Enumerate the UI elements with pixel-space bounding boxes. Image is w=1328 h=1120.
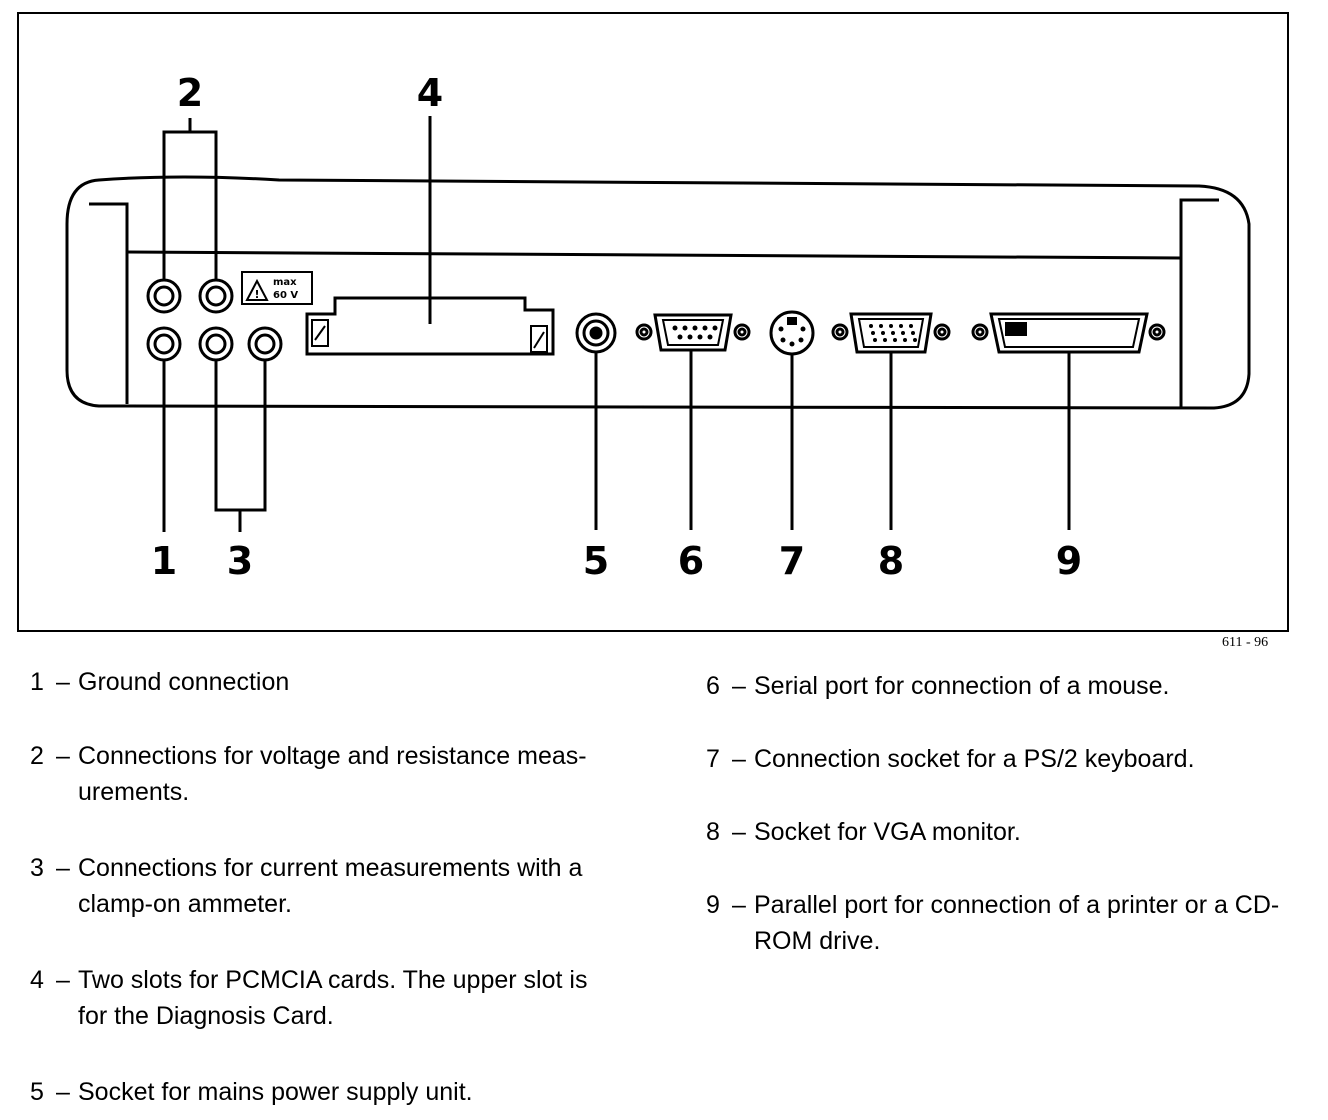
legend-text: Socket for VGA monitor.	[754, 818, 1021, 846]
legend-text: Ground connection	[78, 668, 290, 696]
legend-text: Serial port for connection of a mouse.	[754, 672, 1170, 700]
legend-item-4: 4–Two slots for PCMCIA cards. The upper …	[30, 962, 630, 1034]
device-rear-panel-diagram: ! max 60 V	[17, 12, 1289, 632]
legend-text: Connection socket for a PS/2 keyboard.	[754, 745, 1195, 773]
legend-text: Two slots for PCMCIA cards. The upper sl…	[78, 966, 588, 1030]
legend-number: 3	[30, 854, 44, 882]
callout-8: 8	[878, 539, 904, 583]
legend-number: 6	[706, 672, 720, 700]
legend-text: Parallel port for connection of a printe…	[754, 891, 1280, 955]
parallel-port	[971, 312, 1166, 354]
legend-item-3: 3–Connections for current measurements w…	[30, 850, 630, 922]
legend-item-5: 5–Socket for mains power supply unit.	[30, 1074, 630, 1110]
legend-number: 2	[30, 742, 44, 770]
warning-label: ! max 60 V	[241, 271, 313, 305]
serial-port	[635, 313, 751, 352]
legend-dash: –	[56, 854, 70, 882]
legend-text: Connections for voltage and resistance m…	[78, 742, 587, 806]
legend-dash: –	[56, 966, 70, 994]
legend-text: Socket for mains power supply unit.	[78, 1078, 473, 1106]
legend-item-9: 9–Parallel port for connection of a prin…	[706, 887, 1296, 959]
legend-item-6: 6–Serial port for connection of a mouse.	[706, 668, 1296, 704]
figure-reference: 611 - 96	[1222, 635, 1269, 650]
callout-2: 2	[177, 71, 203, 115]
legend-item-2: 2–Connections for voltage and resistance…	[30, 738, 630, 810]
legend-number: 7	[706, 745, 720, 773]
legend-item-8: 8–Socket for VGA monitor.	[706, 814, 1296, 850]
ps2-socket	[769, 310, 815, 356]
vga-port	[831, 312, 951, 354]
legend-item-1: 1–Ground connection	[30, 664, 630, 700]
legend-dash: –	[732, 672, 746, 700]
legend-dash: –	[732, 745, 746, 773]
legend-text: Connections for current measurements wit…	[78, 854, 583, 918]
callout-7: 7	[779, 539, 805, 583]
callout-1: 1	[151, 539, 177, 583]
legend-dash: –	[56, 742, 70, 770]
callout-3: 3	[227, 539, 253, 583]
callout-9: 9	[1056, 539, 1082, 583]
callout-4: 4	[417, 71, 443, 115]
pcmcia-slot	[305, 296, 555, 356]
legend-number: 4	[30, 966, 44, 994]
rear-panel-illustration: ! max 60 V	[65, 71, 1251, 583]
power-socket	[575, 312, 617, 354]
legend-item-7: 7–Connection socket for a PS/2 keyboard.	[706, 741, 1296, 777]
legend-number: 9	[706, 891, 720, 919]
warning-label-line2: 60 V	[273, 290, 298, 301]
callout-6: 6	[678, 539, 704, 583]
legend-dash: –	[732, 818, 746, 846]
legend-number: 8	[706, 818, 720, 846]
svg-text:!: !	[254, 288, 259, 301]
legend-dash: –	[732, 891, 746, 919]
legend-dash: –	[56, 1078, 70, 1106]
legend-number: 5	[30, 1078, 44, 1106]
legend-right-column: 6–Serial port for connection of a mouse.…	[706, 668, 1296, 959]
legend-left-column: 1–Ground connection 2–Connections for vo…	[30, 664, 630, 1110]
warning-label-line1: max	[273, 277, 297, 288]
legend-dash: –	[56, 668, 70, 696]
callout-5: 5	[583, 539, 609, 583]
legend-number: 1	[30, 668, 44, 696]
